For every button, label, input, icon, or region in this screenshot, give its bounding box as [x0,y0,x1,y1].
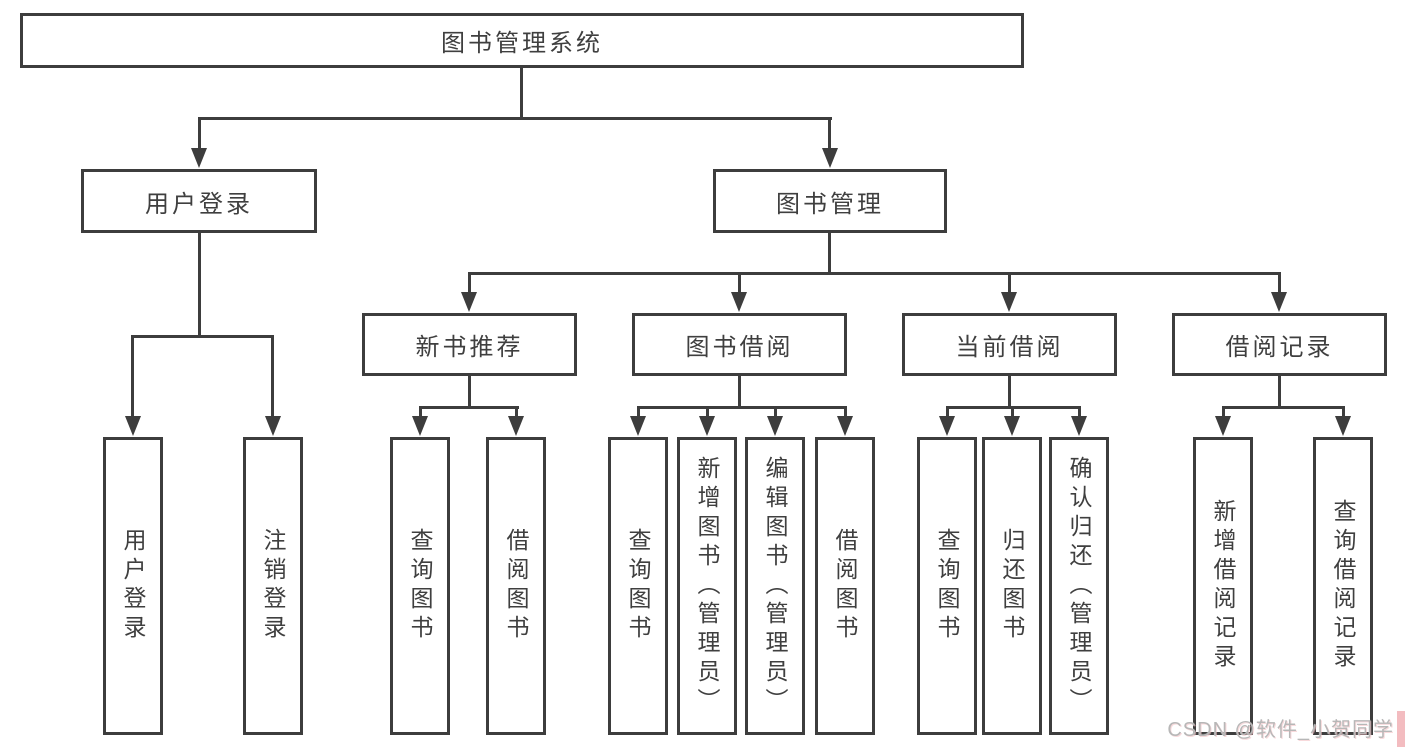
node-label: 借阅图书 [832,528,858,644]
node-label: 用户登录 [120,528,146,644]
connector-line [1222,406,1225,421]
connector-line [1222,406,1345,409]
node-user-login-branch: 用户登录 [81,169,317,233]
arrowhead-icon [191,148,207,168]
node-label: 查询图书 [625,528,651,644]
arrowhead-icon [1071,416,1087,436]
node-label: 图书借阅 [685,334,794,361]
connector-line [738,272,741,298]
node-borrow-record: 借阅记录 [1172,313,1387,376]
connector-line [844,406,847,421]
node-book-management: 图书管理 [713,169,947,233]
arrowhead-icon [265,416,281,436]
node-query-book-3: 查询图书 [917,437,977,735]
connector-line [198,117,832,120]
connector-line [131,335,274,338]
connector-line [1011,406,1014,421]
arrowhead-icon [125,416,141,436]
connector-line [1342,406,1345,421]
connector-line [419,406,422,421]
arrowhead-icon [731,292,747,312]
node-label: 图书管理系统 [441,30,603,57]
connector-line [468,272,1281,275]
connector-line [1078,406,1081,421]
arrowhead-icon [461,292,477,312]
node-label: 归还图书 [999,528,1025,644]
node-query-book-2: 查询图书 [608,437,668,735]
node-label: 用户登录 [145,190,253,218]
connector-line [946,406,949,421]
connector-line [419,406,519,409]
node-borrow-book-2: 借阅图书 [815,437,875,735]
arrowhead-icon [939,416,955,436]
arrowhead-icon [1271,292,1287,312]
node-label: 图书管理 [776,190,884,218]
node-add-borrow-record: 新增借阅记录 [1193,437,1253,735]
node-label: 新增图书（管理员） [694,455,720,717]
connector-line [468,272,471,298]
node-label: 借阅记录 [1225,334,1334,361]
node-label: 借阅图书 [503,528,529,644]
node-current-borrow: 当前借阅 [902,313,1117,376]
arrowhead-icon [767,416,783,436]
connector-line [828,233,831,275]
node-add-book-admin: 新增图书（管理员） [677,437,737,735]
node-label: 当前借阅 [955,334,1064,361]
connector-line [637,406,640,421]
arrowhead-icon [630,416,646,436]
node-logout-leaf: 注销登录 [243,437,303,735]
connector-line [520,68,523,120]
arrowhead-icon [837,416,853,436]
node-label: 查询图书 [934,528,960,644]
node-borrow-book-1: 借阅图书 [486,437,546,735]
connector-line [198,233,201,338]
node-label: 新书推荐 [415,334,524,361]
connector-line [1278,272,1281,298]
node-book-borrow: 图书借阅 [632,313,847,376]
node-label: 确认归还（管理员） [1066,455,1092,717]
connector-line [198,117,201,154]
node-user-login-leaf: 用户登录 [103,437,163,735]
arrowhead-icon [508,416,524,436]
arrowhead-icon [1004,416,1020,436]
connector-line [271,335,274,421]
node-edit-book-admin: 编辑图书（管理员） [745,437,805,735]
node-query-book-1: 查询图书 [390,437,450,735]
connector-line [738,376,741,409]
connector-line [468,376,471,409]
connector-line [1278,376,1281,409]
connector-line [637,406,847,409]
csdn-watermark: CSDN @软件_小贺同学 [1167,719,1394,741]
node-label: 查询图书 [407,528,433,644]
connector-line [828,117,831,154]
connector-line [1008,376,1011,409]
node-new-book-recommend: 新书推荐 [362,313,577,376]
node-label: 编辑图书（管理员） [762,455,788,717]
node-query-borrow-record: 查询借阅记录 [1313,437,1373,735]
arrowhead-icon [822,148,838,168]
arrowhead-icon [412,416,428,436]
connector-line [706,406,709,421]
watermark-edge-artifact [1397,711,1405,747]
node-label: 查询借阅记录 [1330,499,1356,673]
node-label: 新增借阅记录 [1210,499,1236,673]
arrowhead-icon [1335,416,1351,436]
arrowhead-icon [1215,416,1231,436]
node-label: 注销登录 [260,528,286,644]
node-root: 图书管理系统 [20,13,1024,68]
connector-line [131,335,134,421]
arrowhead-icon [699,416,715,436]
connector-line [774,406,777,421]
node-return-book: 归还图书 [982,437,1042,735]
node-confirm-return-admin: 确认归还（管理员） [1049,437,1109,735]
connector-line [1008,272,1011,298]
arrowhead-icon [1001,292,1017,312]
connector-line [515,406,518,421]
